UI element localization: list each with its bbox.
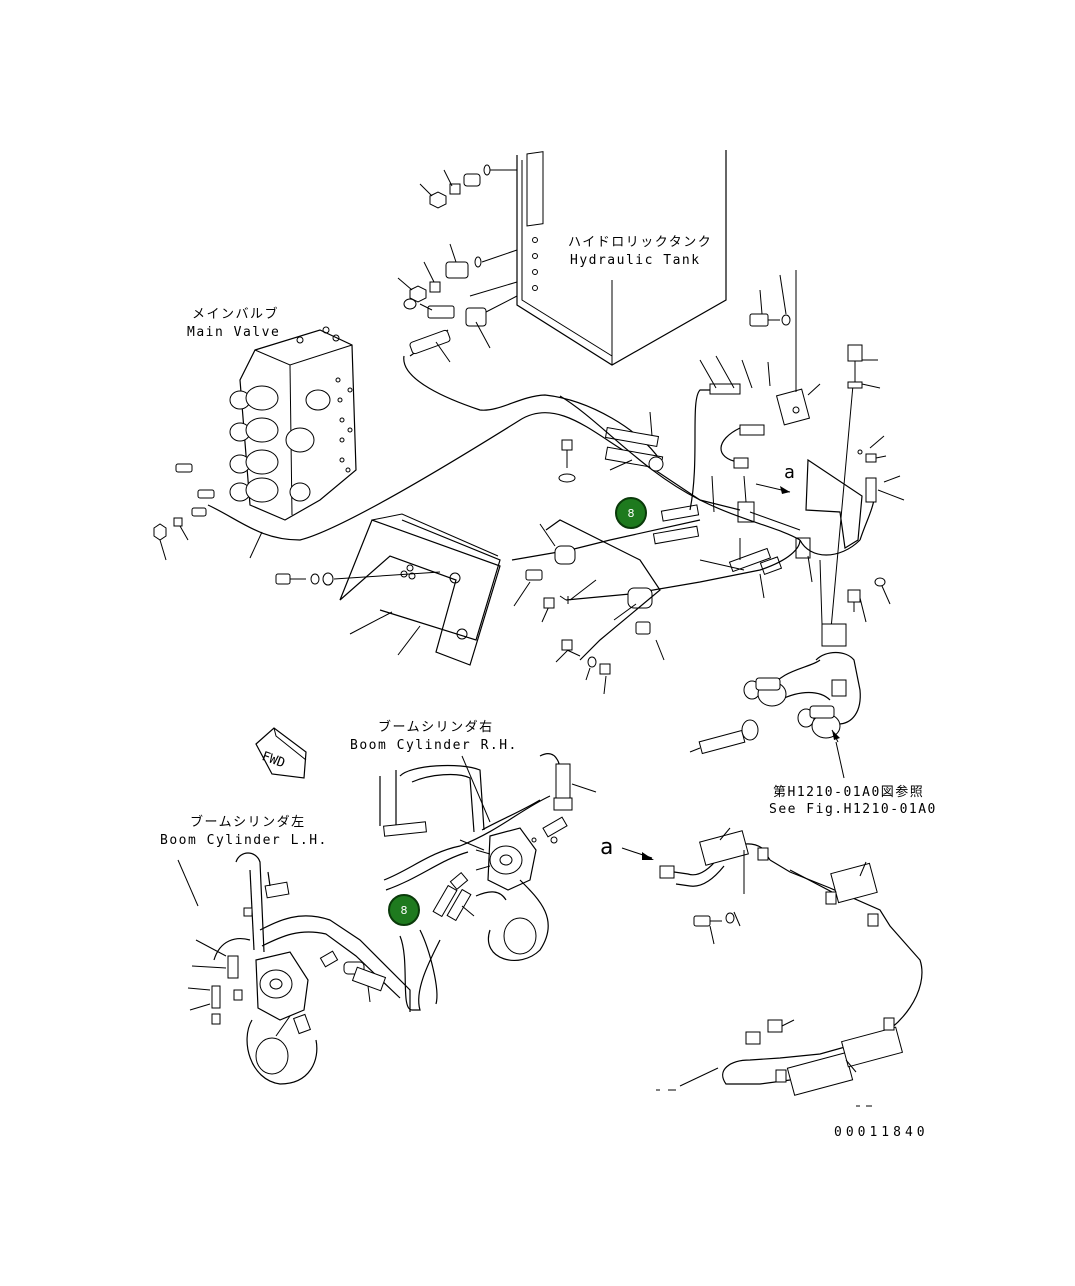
main-valve bbox=[153, 326, 357, 561]
callout-8-bottom: 8 bbox=[388, 894, 420, 926]
fig-ref-en: See Fig.H1210-01A0 bbox=[769, 802, 937, 817]
hydraulic-tank bbox=[516, 150, 727, 366]
tank-return-line bbox=[403, 355, 661, 461]
boom-cylinder-rh bbox=[379, 753, 597, 1011]
swivel-assembly bbox=[689, 559, 861, 779]
detail-a-label-top: a bbox=[784, 462, 795, 483]
detail-a-marker-top: a bbox=[755, 462, 795, 494]
boom-lh-label-en: Boom Cylinder L.H. bbox=[160, 833, 328, 848]
boom-cylinder-rh-label: ブームシリンダ右 Boom Cylinder R.H. bbox=[350, 719, 518, 823]
callout-number: 8 bbox=[401, 904, 408, 917]
figure-reference: 第H1210-01A0図参照 See Fig.H1210-01A0 bbox=[769, 784, 937, 817]
mounting-plates bbox=[275, 513, 501, 666]
boom-cylinder-lh bbox=[187, 852, 411, 1085]
main-valve-label-en: Main Valve bbox=[187, 325, 280, 340]
valve-bolts bbox=[296, 326, 353, 473]
bracket-a bbox=[749, 313, 877, 641]
callout-badge bbox=[615, 497, 647, 529]
callout-badge bbox=[388, 894, 420, 926]
callout-8-top: 8 bbox=[615, 497, 647, 529]
boom-cylinder-lh-label: ブームシリンダ左 Boom Cylinder L.H. bbox=[160, 814, 328, 907]
drawing-number: 00011840 bbox=[834, 1125, 929, 1140]
fwd-label: FWD bbox=[260, 749, 287, 771]
boom-lh-label-jp: ブームシリンダ左 bbox=[190, 814, 306, 830]
detail-a-label-bottom: a bbox=[600, 835, 613, 860]
tank-label: ハイドロリックタンク Hydraulic Tank bbox=[568, 235, 712, 268]
boom-rh-label-jp: ブームシリンダ右 bbox=[378, 719, 494, 735]
valve-spools bbox=[229, 385, 331, 503]
tank-label-jp: ハイドロリックタンク bbox=[568, 235, 712, 250]
fwd-arrow: FWD bbox=[255, 727, 307, 779]
tank-fittings bbox=[403, 164, 518, 357]
central-hoses bbox=[511, 383, 875, 609]
leader-lines-top bbox=[397, 169, 491, 363]
boom-rh-label-en: Boom Cylinder R.H. bbox=[350, 738, 518, 753]
fig-ref-jp: 第H1210-01A0図参照 bbox=[773, 784, 924, 800]
middle-hardware bbox=[525, 439, 886, 695]
callout-number: 8 bbox=[628, 507, 635, 520]
detail-a-harness: a bbox=[600, 827, 923, 1107]
main-valve-label-jp: メインバルブ bbox=[192, 306, 279, 322]
tank-label-en: Hydraulic Tank bbox=[570, 253, 701, 268]
main-valve-label: メインバルブ Main Valve bbox=[187, 306, 280, 340]
